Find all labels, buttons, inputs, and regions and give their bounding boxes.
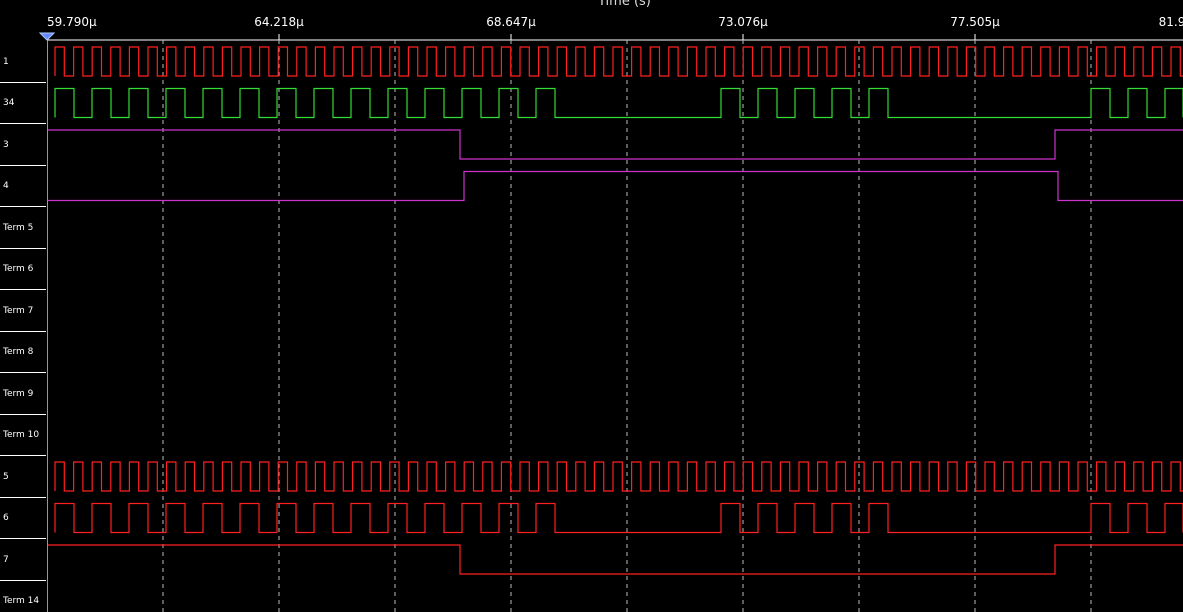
tick-label: 73.076µ bbox=[718, 15, 768, 29]
tick-label: 64.218µ bbox=[254, 15, 304, 29]
row-separator bbox=[0, 455, 46, 456]
tick-label: 77.505µ bbox=[950, 15, 1000, 29]
axis-title: Time (s) bbox=[598, 0, 651, 9]
channel-label[interactable]: 1 bbox=[3, 57, 9, 67]
channel-label[interactable]: 5 bbox=[3, 472, 9, 482]
channel-label[interactable]: Term 10 bbox=[3, 430, 40, 440]
row-separator bbox=[0, 248, 46, 249]
cursor-marker-icon bbox=[38, 32, 56, 41]
row-separator bbox=[0, 331, 46, 332]
channel-label[interactable]: Term 14 bbox=[3, 596, 40, 606]
tick-label: 81.9 bbox=[1158, 15, 1183, 29]
waveform-trace bbox=[48, 170, 1183, 202]
waveform-trace bbox=[54, 46, 1183, 77]
channel-label[interactable]: Term 6 bbox=[3, 264, 34, 274]
channel-label[interactable]: Term 8 bbox=[3, 347, 34, 357]
row-separator bbox=[0, 372, 46, 373]
waveform-trace bbox=[48, 544, 1183, 575]
channel-label[interactable]: 3 bbox=[3, 140, 9, 150]
channel-label-column: 1 34 3 4 Term 5 Term 6 Term 7 Term 8 Ter… bbox=[0, 40, 47, 612]
row-separator bbox=[0, 206, 46, 207]
channel-label[interactable]: 7 bbox=[3, 555, 9, 565]
waveform-trace bbox=[54, 87, 1183, 119]
channel-label[interactable]: Term 9 bbox=[3, 389, 34, 399]
row-separator bbox=[0, 414, 46, 415]
row-separator bbox=[0, 165, 46, 166]
channel-label[interactable]: 6 bbox=[3, 513, 9, 523]
waveform-trace bbox=[54, 461, 1183, 492]
tick-label: 68.647µ bbox=[486, 15, 536, 29]
channel-label[interactable]: 4 bbox=[3, 181, 9, 191]
row-separator bbox=[0, 82, 46, 83]
row-separator bbox=[0, 497, 46, 498]
channel-label[interactable]: 34 bbox=[3, 98, 15, 108]
row-separator bbox=[0, 580, 46, 581]
row-separator bbox=[0, 289, 46, 290]
channel-label[interactable]: Term 7 bbox=[3, 306, 34, 316]
row-separator bbox=[0, 123, 46, 124]
channel-label[interactable]: Term 5 bbox=[3, 223, 34, 233]
row-separator bbox=[0, 538, 46, 539]
waveform-trace bbox=[48, 129, 1183, 160]
tick-label: 59.790µ bbox=[47, 15, 97, 29]
waveform-trace bbox=[54, 502, 1183, 534]
